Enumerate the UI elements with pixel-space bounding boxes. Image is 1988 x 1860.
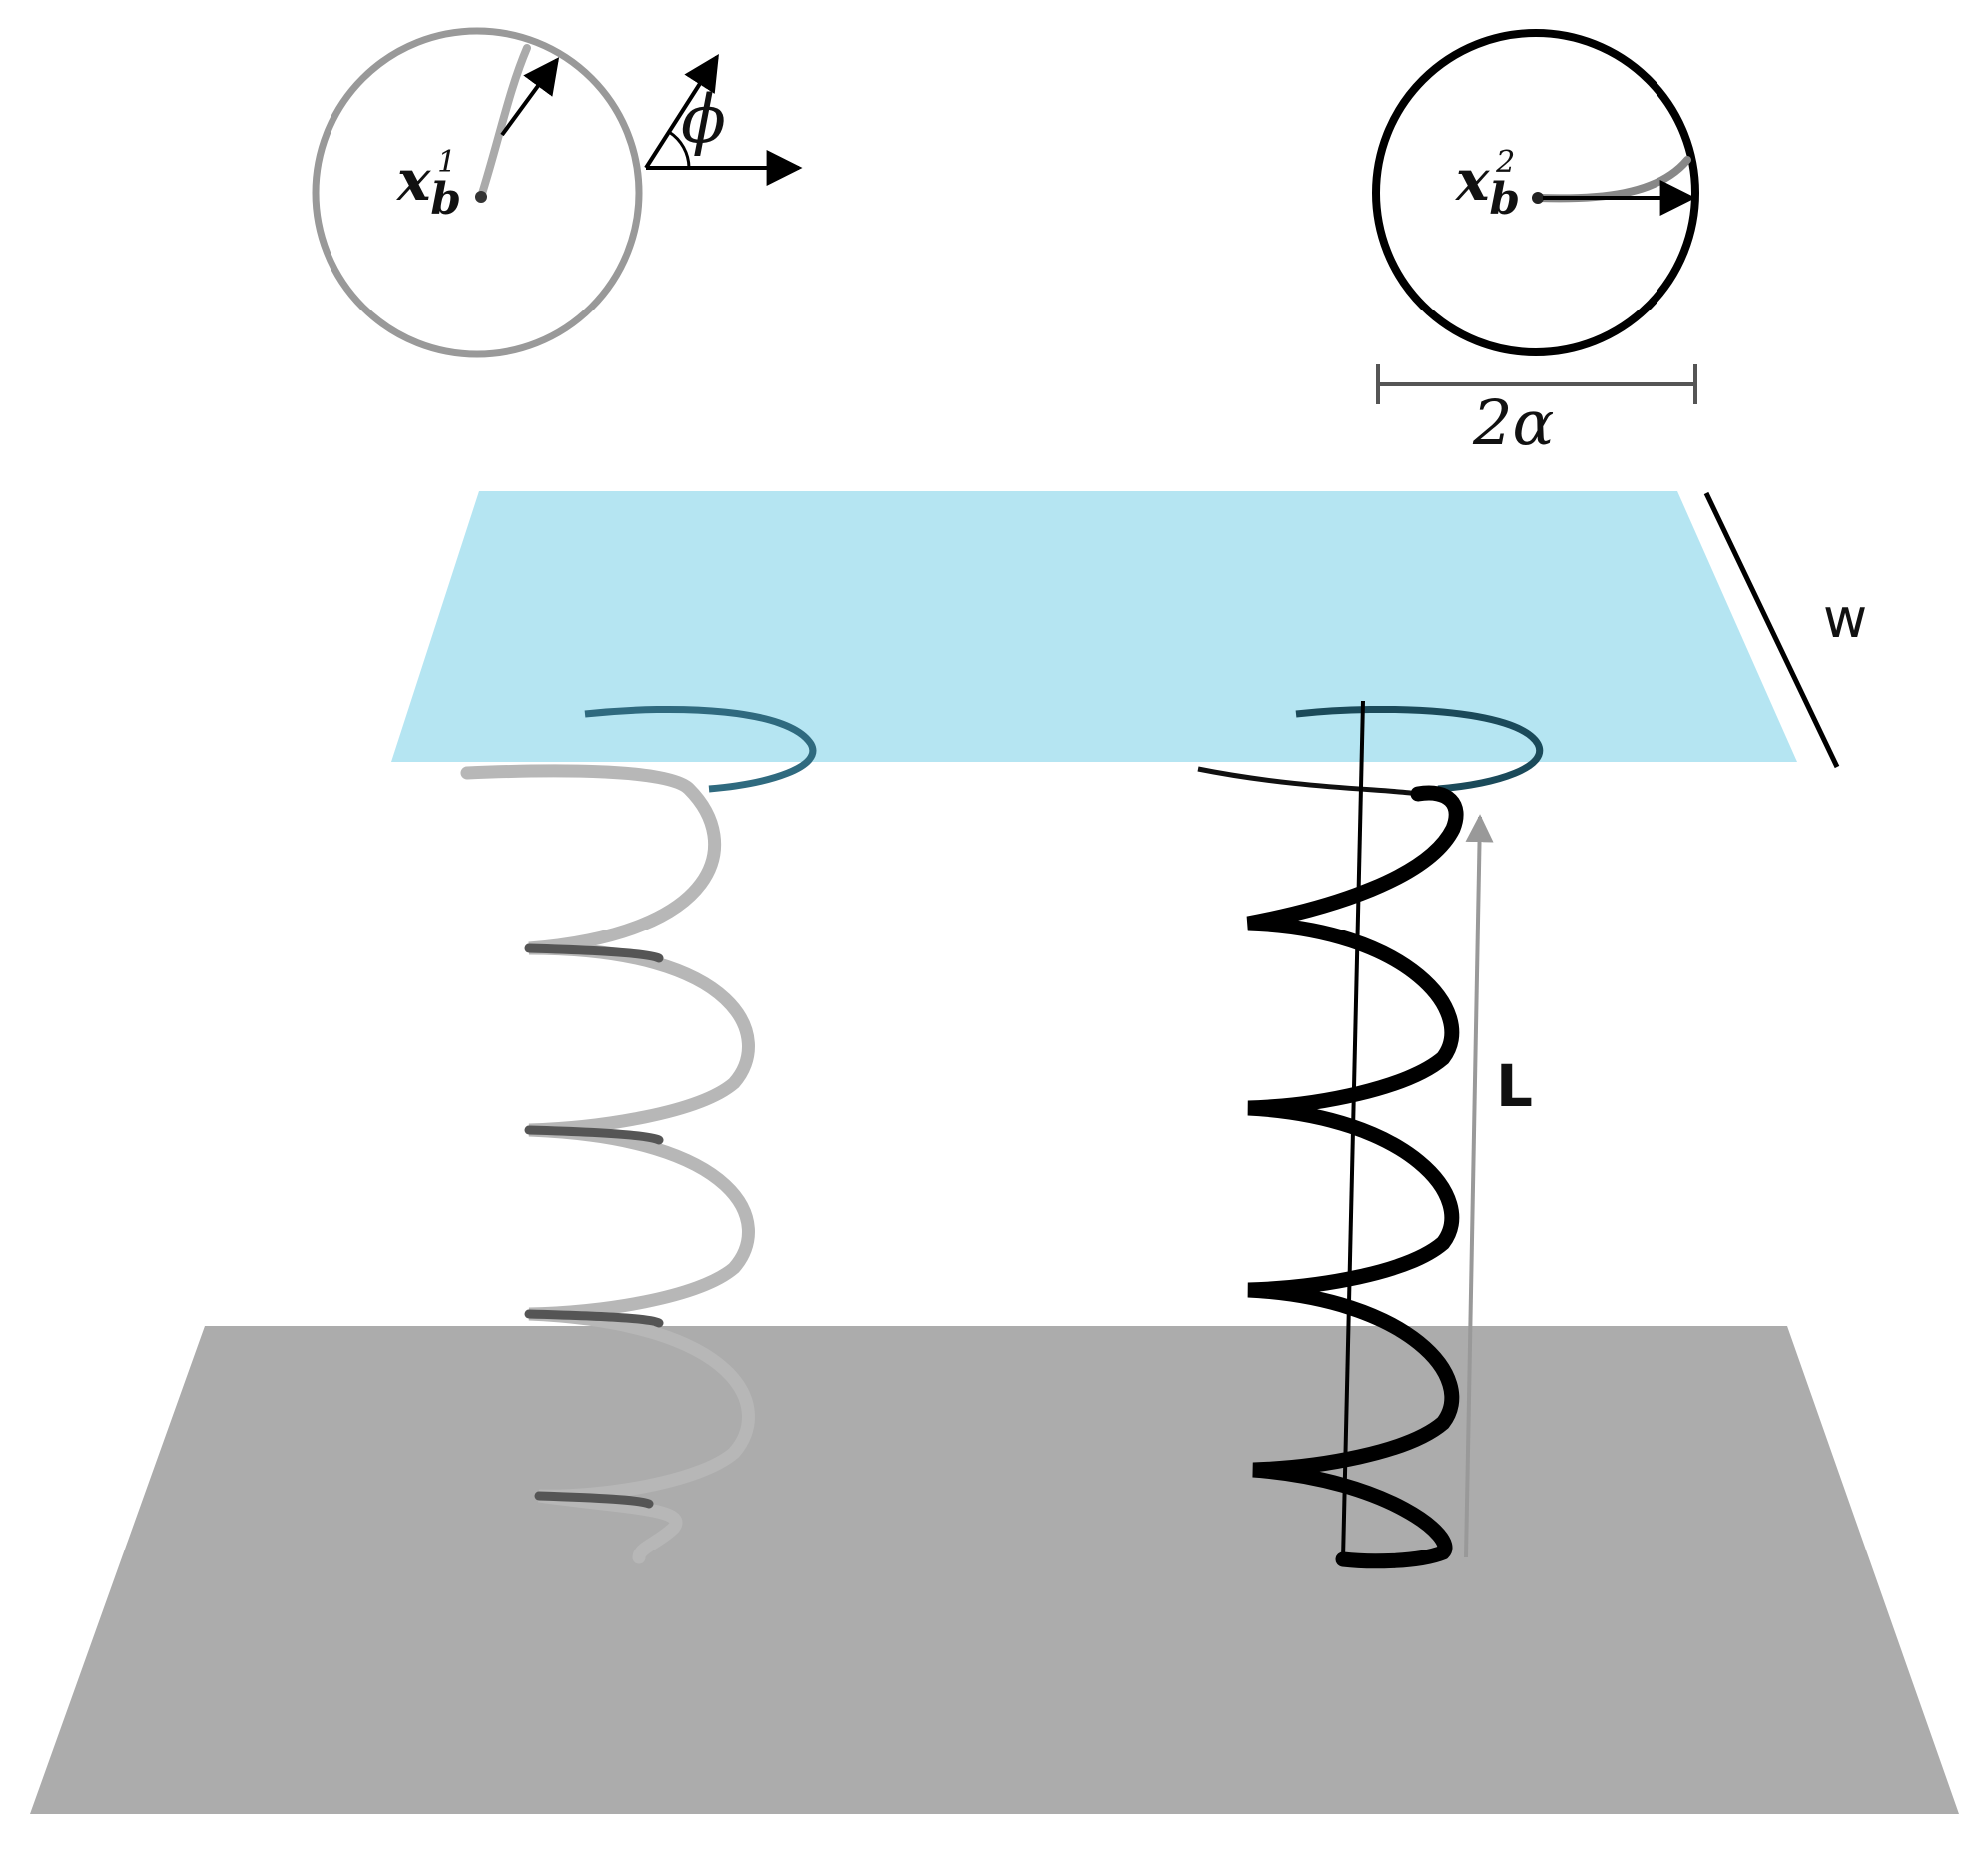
black-base-point bbox=[1532, 192, 1544, 204]
top-plane bbox=[391, 491, 1797, 762]
grey-filament bbox=[477, 44, 531, 201]
diameter-bracket bbox=[1376, 364, 1697, 404]
black-filament bbox=[1534, 156, 1691, 203]
black-helix-thin-start bbox=[1197, 766, 1419, 797]
black-helix-body bbox=[1246, 785, 1464, 1569]
width-indicator-line bbox=[1703, 491, 1840, 769]
xb2-label: xb2 bbox=[1455, 145, 1520, 225]
length-indicator-arrow bbox=[1464, 814, 1494, 1558]
length-label: L bbox=[1496, 1052, 1533, 1120]
grey-helix-shading bbox=[524, 943, 664, 1509]
grey-helix-top-arc bbox=[584, 705, 817, 793]
phi-angle-arc bbox=[668, 130, 691, 169]
xb1-label: xb1 bbox=[396, 145, 461, 225]
grey-circle bbox=[312, 27, 643, 358]
bottom-plane bbox=[30, 1326, 1959, 1814]
black-helix-axis bbox=[1341, 700, 1365, 1560]
black-helix-top-arc bbox=[1295, 705, 1544, 793]
grey-helix bbox=[460, 705, 817, 1564]
width-label: w bbox=[1823, 587, 1867, 650]
top-right-circle-group: xb2 2α bbox=[1372, 29, 1699, 459]
phi-direction-arrow bbox=[644, 53, 719, 170]
diameter-label: 2α bbox=[1472, 386, 1554, 459]
grey-direction-arrow bbox=[500, 57, 560, 137]
top-left-circle-group: xb1 ϕ bbox=[312, 27, 803, 358]
black-helix bbox=[1197, 700, 1544, 1569]
grey-base-point bbox=[475, 191, 487, 203]
phi-label: ϕ bbox=[681, 81, 726, 158]
